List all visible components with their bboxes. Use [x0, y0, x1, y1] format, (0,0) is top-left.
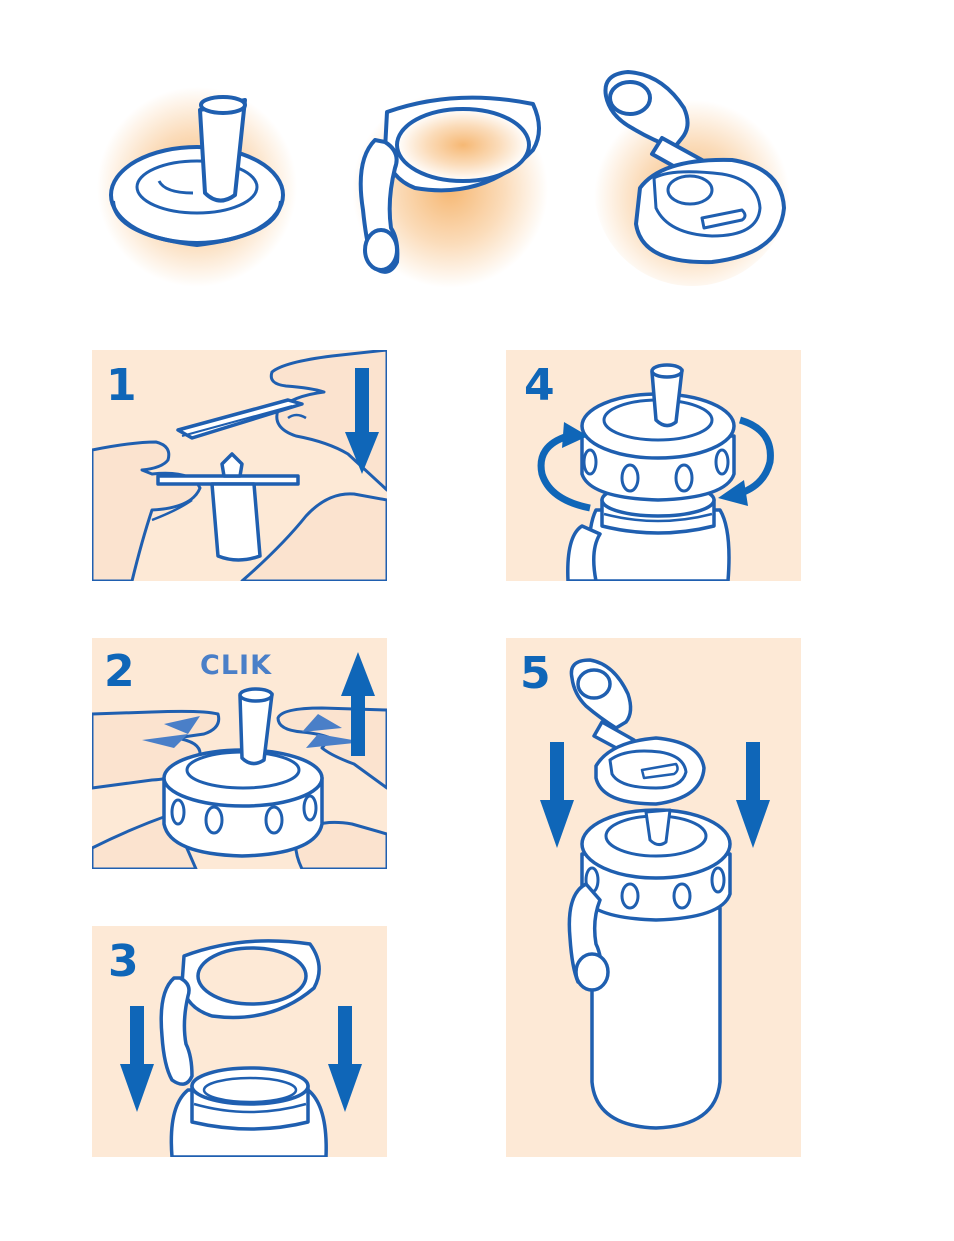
flip-cap-icon	[592, 68, 792, 288]
step-5-illustration	[506, 638, 801, 1157]
step-3-number: 3	[108, 940, 139, 984]
part-flip-cap	[592, 68, 792, 288]
clik-sound-label: CLIK	[200, 650, 272, 681]
part-spout-valve	[95, 85, 300, 290]
step-2-panel: 2 CLIK	[92, 638, 387, 869]
handle-icon	[345, 90, 555, 290]
step-4-number: 4	[524, 364, 555, 408]
step-2-number: 2	[104, 650, 135, 694]
step-4-panel: 4	[506, 350, 801, 581]
spout-icon	[95, 85, 300, 290]
step-5-number: 5	[520, 652, 551, 696]
step-3-panel: 3	[92, 926, 387, 1157]
part-handle-ring	[345, 90, 555, 290]
step-1-panel: 1	[92, 350, 387, 581]
step-5-panel: 5	[506, 638, 801, 1157]
step-1-number: 1	[106, 364, 137, 408]
